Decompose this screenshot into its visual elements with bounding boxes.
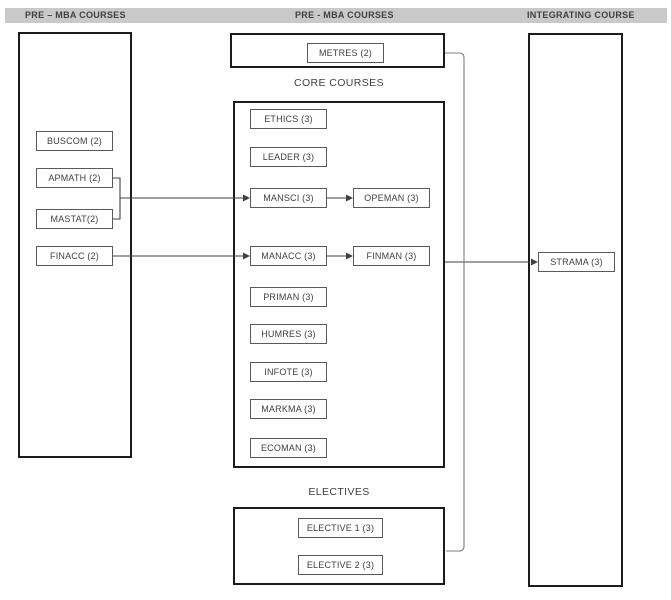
node-finman: FINMAN (3)	[353, 246, 430, 266]
node-buscom: BUSCOM (2)	[36, 131, 113, 151]
node-elective-1: ELECTIVE 1 (3)	[298, 518, 383, 538]
node-mansci: MANSCI (3)	[250, 188, 327, 208]
node-priman: PRIMAN (3)	[250, 287, 327, 307]
node-elective-2: ELECTIVE 2 (3)	[298, 555, 383, 575]
edge-metres-to-electives	[445, 52, 465, 552]
node-ethics: ETHICS (3)	[250, 109, 327, 129]
node-manacc: MANACC (3)	[250, 246, 327, 266]
pre-mba-left-panel	[18, 32, 132, 458]
core-courses-label: CORE COURSES	[294, 77, 384, 89]
node-ecoman: ECOMAN (3)	[250, 438, 327, 458]
electives-label: ELECTIVES	[308, 486, 370, 498]
node-humres: HUMRES (3)	[250, 324, 327, 344]
integrating-panel	[528, 33, 623, 587]
node-mastat: MASTAT(2)	[36, 209, 113, 229]
header-right-label: INTEGRATING COURSE	[527, 10, 635, 20]
node-leader: LEADER (3)	[250, 147, 327, 167]
header-bar: PRE – MBA COURSES PRE - MBA COURSES INTE…	[5, 8, 667, 23]
header-middle-label: PRE - MBA COURSES	[295, 10, 394, 20]
node-markma: MARKMA (3)	[250, 399, 327, 419]
node-metres: METRES (2)	[307, 43, 384, 63]
node-strama: STRAMA (3)	[538, 252, 615, 272]
header-left-label: PRE – MBA COURSES	[25, 10, 126, 20]
node-finacc: FINACC (2)	[36, 246, 113, 266]
node-opeman: OPEMAN (3)	[353, 188, 430, 208]
node-infote: INFOTE (3)	[250, 362, 327, 382]
node-apmath: APMATH (2)	[36, 168, 113, 188]
